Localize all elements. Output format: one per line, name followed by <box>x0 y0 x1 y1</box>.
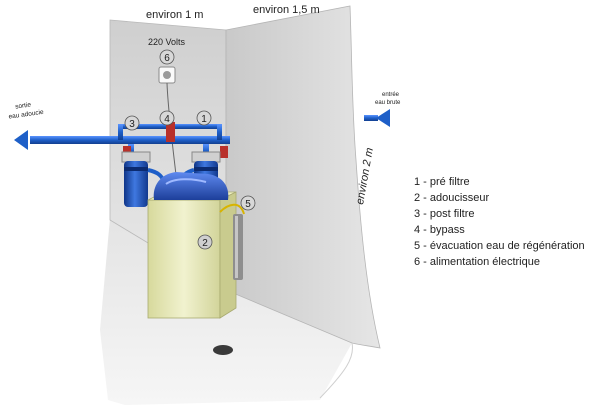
dimension-depth: environ 1,5 m <box>253 4 320 16</box>
outlet-arrow <box>14 130 28 150</box>
post-filter-head <box>122 152 150 162</box>
outlet-label: sortie eau adoucie <box>7 100 45 121</box>
pre-filter-band <box>194 167 218 171</box>
legend: 1 - pré filtre 2 - adoucisseur 3 - post … <box>414 174 585 271</box>
post-filter-band <box>124 167 148 171</box>
marker-5-label: 5 <box>245 199 251 210</box>
marker-2-label: 2 <box>202 238 208 249</box>
dimension-width: environ 1 m <box>146 9 203 21</box>
water-softener: 2 <box>148 172 236 318</box>
softener-body <box>148 200 220 318</box>
marker-3-label: 3 <box>129 119 135 130</box>
legend-item: 2 - adoucisseur <box>414 190 585 206</box>
outlet-label-line-2: eau adoucie <box>8 109 44 121</box>
legend-item: 1 - pré filtre <box>414 174 585 190</box>
inlet-label-line-2: eau brute <box>375 100 401 106</box>
legend-item: 5 - évacuation eau de régénération <box>414 238 585 254</box>
inlet-label-line-1: entrée <box>382 92 400 98</box>
outlet-label-line-1: sortie <box>15 101 32 110</box>
marker-6-label: 6 <box>164 53 170 64</box>
legend-item: 4 - bypass <box>414 222 585 238</box>
bypass-riser-right <box>217 124 222 140</box>
marker-1-label: 1 <box>201 114 207 125</box>
valve-1 <box>220 146 228 158</box>
pre-filter-head <box>192 152 220 162</box>
right-wall <box>226 6 380 348</box>
legend-item: 3 - post filtre <box>414 206 585 222</box>
floor-drain <box>213 345 233 355</box>
main-pipe <box>30 136 230 144</box>
drain-standpipe-shine <box>235 216 238 278</box>
legend-item: 6 - alimentation électrique <box>414 254 585 270</box>
post-filter <box>122 152 150 207</box>
inlet-arrow <box>376 109 390 127</box>
bypass-riser-left <box>118 124 123 140</box>
marker-4-label: 4 <box>164 114 170 125</box>
outlet-socket-icon <box>163 71 171 79</box>
power-label: 220 Volts <box>148 37 186 47</box>
inlet: entrée eau brute <box>364 92 401 127</box>
inlet-pipe-stub <box>364 115 378 121</box>
